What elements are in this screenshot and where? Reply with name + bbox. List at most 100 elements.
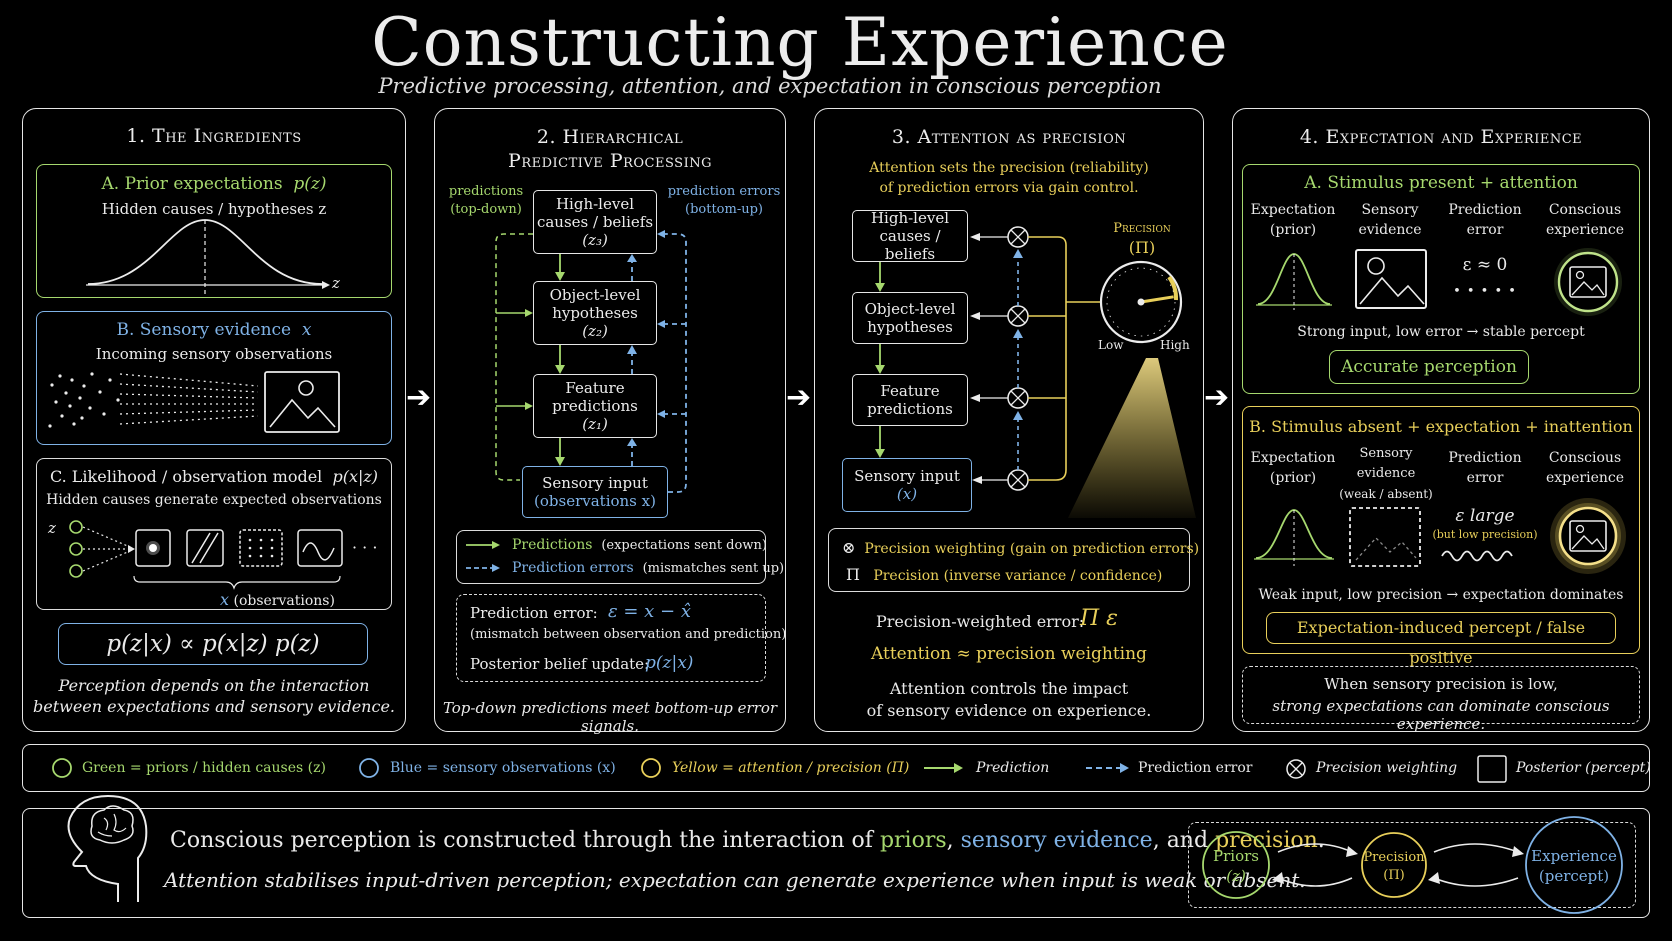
bayes-formula: p(z|x) ∝ p(x|z) p(z) — [58, 623, 368, 665]
panel3-intro-2: of prediction errors via gain control. — [879, 180, 1139, 196]
pp-box-sensory: Sensory input(observations x) — [522, 466, 668, 518]
precision-weighting-icon: ⊗ — [842, 538, 856, 557]
gauge-title: Precision — [1113, 221, 1171, 236]
prior-title: A. Prior expectations p(z) — [101, 174, 327, 194]
likelihood-ellipsis: · · · — [352, 538, 378, 557]
predictions-label-1: predictions — [448, 184, 524, 199]
a-col-error: Prediction error — [1448, 202, 1522, 238]
a-col-sensory: Sensory evidence — [1358, 202, 1422, 238]
footer-line-2: Attention stabilises input-driven percep… — [164, 868, 1306, 892]
sensory-title: B. Sensory evidence x — [116, 320, 312, 340]
panel-expectation — [1232, 108, 1650, 732]
cycle-node-precision: Precision(Π) — [1363, 850, 1425, 883]
gauge-high: High — [1160, 338, 1190, 352]
precision-weighted-label: Precision-weighted error: — [876, 612, 1085, 631]
panel4-heading: 4. Expectation and Experience — [1299, 126, 1583, 148]
accurate-perception-badge: Accurate perception — [1329, 350, 1529, 384]
pp-box-object-level: Object-level hypotheses(z₂) — [533, 281, 657, 345]
a-error-value: ε ≈ 0 — [1462, 255, 1508, 275]
pp-error-box — [456, 594, 766, 682]
sensory-card — [36, 311, 392, 445]
panel-attention — [814, 108, 1204, 732]
panel3-intro-1: Attention sets the precision (reliabilit… — [869, 160, 1149, 176]
att-legend-weighting: ⊗ Precision weighting (gain on predictio… — [842, 538, 1200, 557]
legend-green: Green = priors / hidden causes (z) — [82, 760, 326, 776]
a-summary: Strong input, low error → stable percept — [1297, 324, 1585, 340]
likelihood-desc: Hidden causes generate expected observat… — [46, 492, 382, 508]
pe-formula: ε = x − x̂ — [608, 601, 692, 622]
likelihood-z: z — [48, 519, 56, 537]
b-col-expectation: Expectation (prior) — [1250, 450, 1336, 486]
arrow-1-2-icon: ➔ — [406, 380, 432, 415]
panel4-note-box — [1242, 666, 1640, 724]
legend-prediction: Prediction — [976, 760, 1050, 776]
panel-ingredients — [22, 108, 406, 732]
legend-bar — [22, 744, 1650, 792]
gauge-symbol: (Π) — [1128, 238, 1156, 257]
panel2-heading-2: Predictive Processing — [508, 150, 712, 172]
pp-legend-box — [456, 530, 766, 584]
panel-hierarchical — [434, 108, 786, 732]
panel3-caption-2: of sensory evidence on experience. — [866, 701, 1152, 720]
stimulus-present-title: A. Stimulus present + attention — [1304, 173, 1578, 193]
gauge-needle — [1140, 295, 1174, 304]
panel1-caption-1: Perception depends on the interaction — [58, 676, 370, 695]
stimulus-present-card — [1242, 164, 1640, 394]
b-error-value: ε large — [1455, 506, 1515, 526]
legend-yellow: Yellow = attention / precision (Π) — [672, 760, 910, 776]
likelihood-title: C. Likelihood / observation model p(x|z) — [49, 467, 379, 486]
a-col-expectation: Expectation (prior) — [1250, 202, 1336, 238]
pp-box-high-level: High-level causes / beliefs(z₃) — [533, 190, 657, 254]
panel3-heading: 3. Attention as precision — [891, 126, 1127, 148]
panel4-note-2: strong expectations can dominate conscio… — [1272, 697, 1610, 733]
panel4-note-1: When sensory precision is low, — [1324, 675, 1558, 693]
pp-box-feature: Feature predictions(z₁) — [533, 374, 657, 438]
likelihood-x-label: x (observations) — [220, 590, 335, 609]
panel1-caption-2: between expectations and sensory evidenc… — [32, 697, 395, 716]
panel-ingredients-heading: 1. The Ingredients — [126, 125, 302, 147]
footer-cycle-box — [1188, 822, 1636, 908]
a-col-experience: Conscious experience — [1545, 202, 1625, 238]
att-box-high-level: High-level causes / beliefs — [852, 209, 968, 263]
a-error-dots: • • • • • — [1453, 284, 1517, 299]
panel2-caption: Top-down predictions meet bottom-up erro… — [442, 699, 778, 735]
page-title: Constructing Experience — [371, 4, 1229, 81]
pp-legend-errors: Prediction errors (mismatches sent up) — [512, 560, 785, 576]
att-legend-precision: Π Precision (inverse variance / confiden… — [846, 565, 1163, 584]
prior-axis-label: z — [332, 274, 340, 292]
posterior-formula: p(z|x) — [645, 653, 694, 673]
att-legend-box — [828, 528, 1190, 592]
likelihood-card — [36, 458, 392, 610]
legend-precision-weighting: Precision weighting — [1316, 760, 1458, 776]
footer-panel — [22, 808, 1650, 918]
arrow-2-3-icon: ➔ — [786, 380, 812, 415]
prior-desc: Hidden causes / hypotheses z — [101, 200, 327, 218]
precision-weighted-formula: Π ε — [1080, 606, 1118, 631]
att-box-object-level: Object-level hypotheses — [852, 292, 968, 344]
pe-label: Prediction error: — [470, 604, 598, 622]
att-box-sensory: Sensory input(x) — [842, 458, 972, 512]
prior-card — [36, 164, 392, 298]
b-error-note: (but low precision) — [1432, 528, 1538, 541]
pe-note: (mismatch between observation and predic… — [470, 627, 787, 642]
attention-equation: Attention ≈ precision weighting — [871, 644, 1147, 664]
page-subtitle: Predictive processing, attention, and ex… — [378, 74, 1162, 98]
footer-line-1: Conscious perception is constructed thro… — [170, 828, 1325, 853]
b-col-sensory: Sensory evidence(weak / absent) — [1339, 446, 1433, 501]
errors-label-2: (bottom-up) — [685, 202, 763, 217]
posterior-label: Posterior belief update: — [470, 655, 650, 673]
errors-label-1: prediction errors — [667, 184, 781, 199]
cycle-node-experience: Experience(percept) — [1531, 847, 1617, 885]
